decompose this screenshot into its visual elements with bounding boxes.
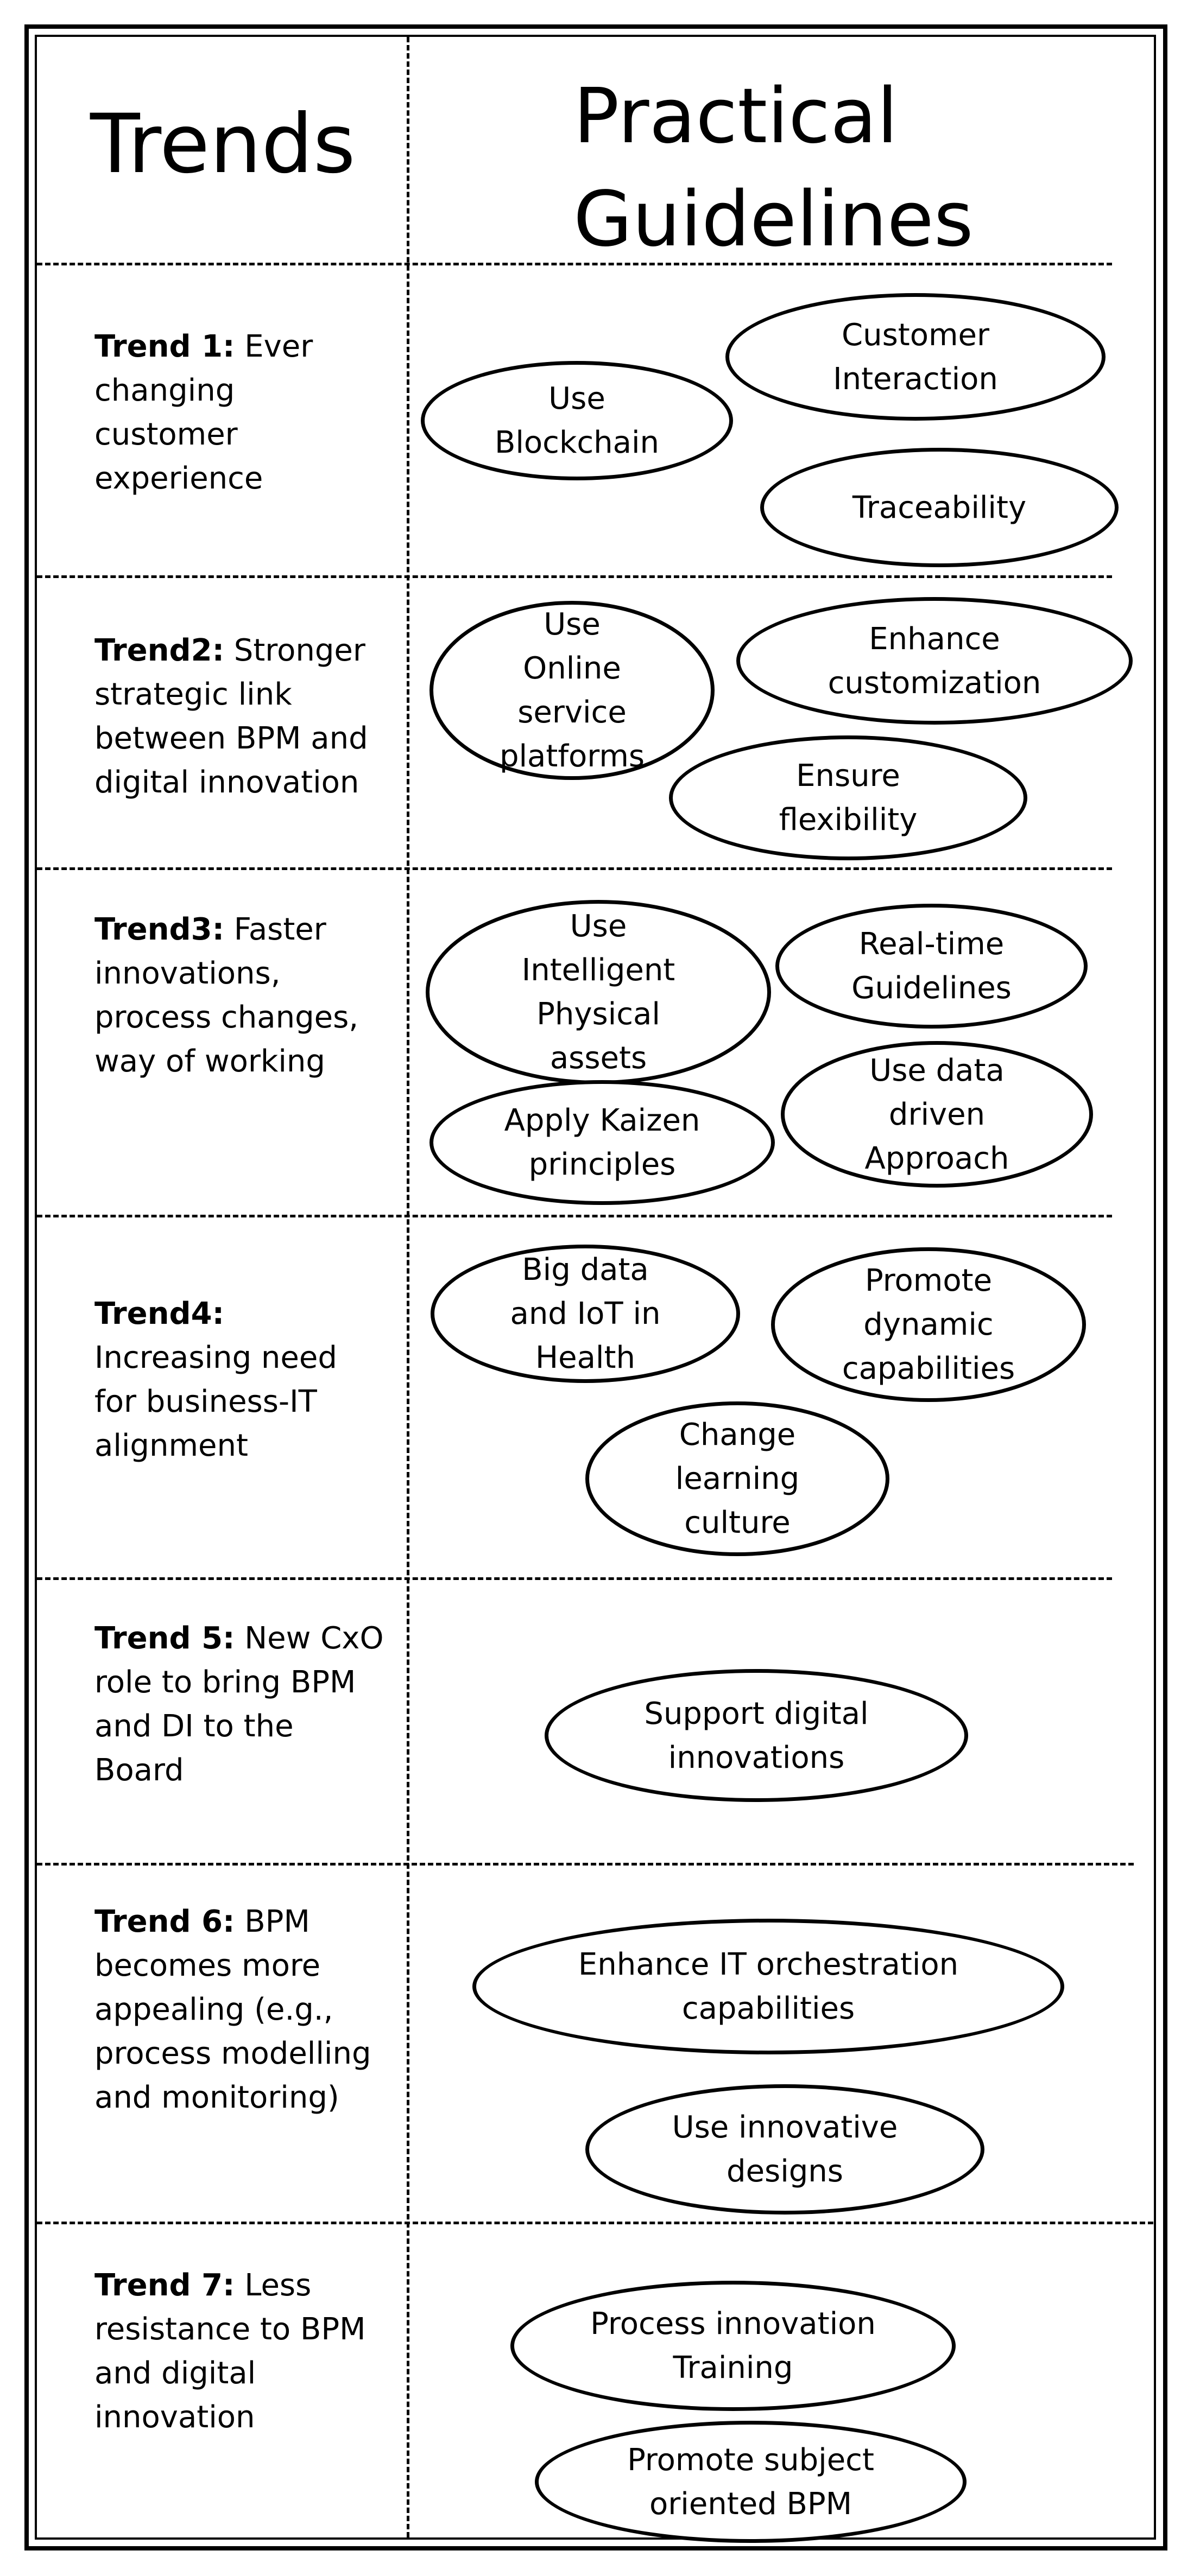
row-divider-header [37, 263, 1112, 265]
column-divider [407, 37, 409, 2537]
trend-3-label: Trend3: [94, 912, 224, 947]
row-divider-2 [37, 867, 1112, 870]
trend-5-label: Trend 5: [94, 1621, 235, 1656]
trend-1-label: Trend 1: [94, 329, 235, 364]
trend-3-text: Trend3: Faster innovations, process chan… [94, 912, 359, 1079]
trend-7-text: Trend 7: Less resistance to BPM and digi… [94, 2268, 366, 2435]
trend-1-text: Trend 1: Ever changing customer experien… [94, 329, 313, 496]
trend-2-label: Trend2: [94, 633, 224, 668]
trend-7-label: Trend 7: [94, 2268, 235, 2303]
guidelines-header: Practical Guidelines [573, 65, 974, 271]
guideline-traceability: Traceability [760, 448, 1119, 567]
row-divider-1 [37, 575, 1112, 578]
row-divider-6 [37, 2222, 1153, 2224]
trend-4-label: Trend4: [94, 1296, 224, 1331]
guidelines-header-line1: Practical [573, 72, 898, 161]
diagram-frame-outer [24, 24, 1167, 2550]
trend-2-text: Trend2: Stronger strategic link between … [94, 633, 368, 800]
trend-6-text: Trend 6: BPM becomes more appealing (e.g… [94, 1904, 371, 2115]
row-divider-4 [37, 1577, 1112, 1580]
trend-4-text: Trend4: Increasing need for business-IT … [94, 1296, 337, 1463]
row-divider-3 [37, 1215, 1112, 1217]
guidelines-header-line2: Guidelines [573, 175, 974, 264]
trends-header: Trends [90, 97, 356, 192]
trend-5-text: Trend 5: New CxO role to bring BPM and D… [94, 1621, 384, 1788]
diagram-frame-inner [35, 35, 1156, 2540]
row-divider-5 [37, 1863, 1134, 1866]
trend-6-label: Trend 6: [94, 1904, 235, 1939]
